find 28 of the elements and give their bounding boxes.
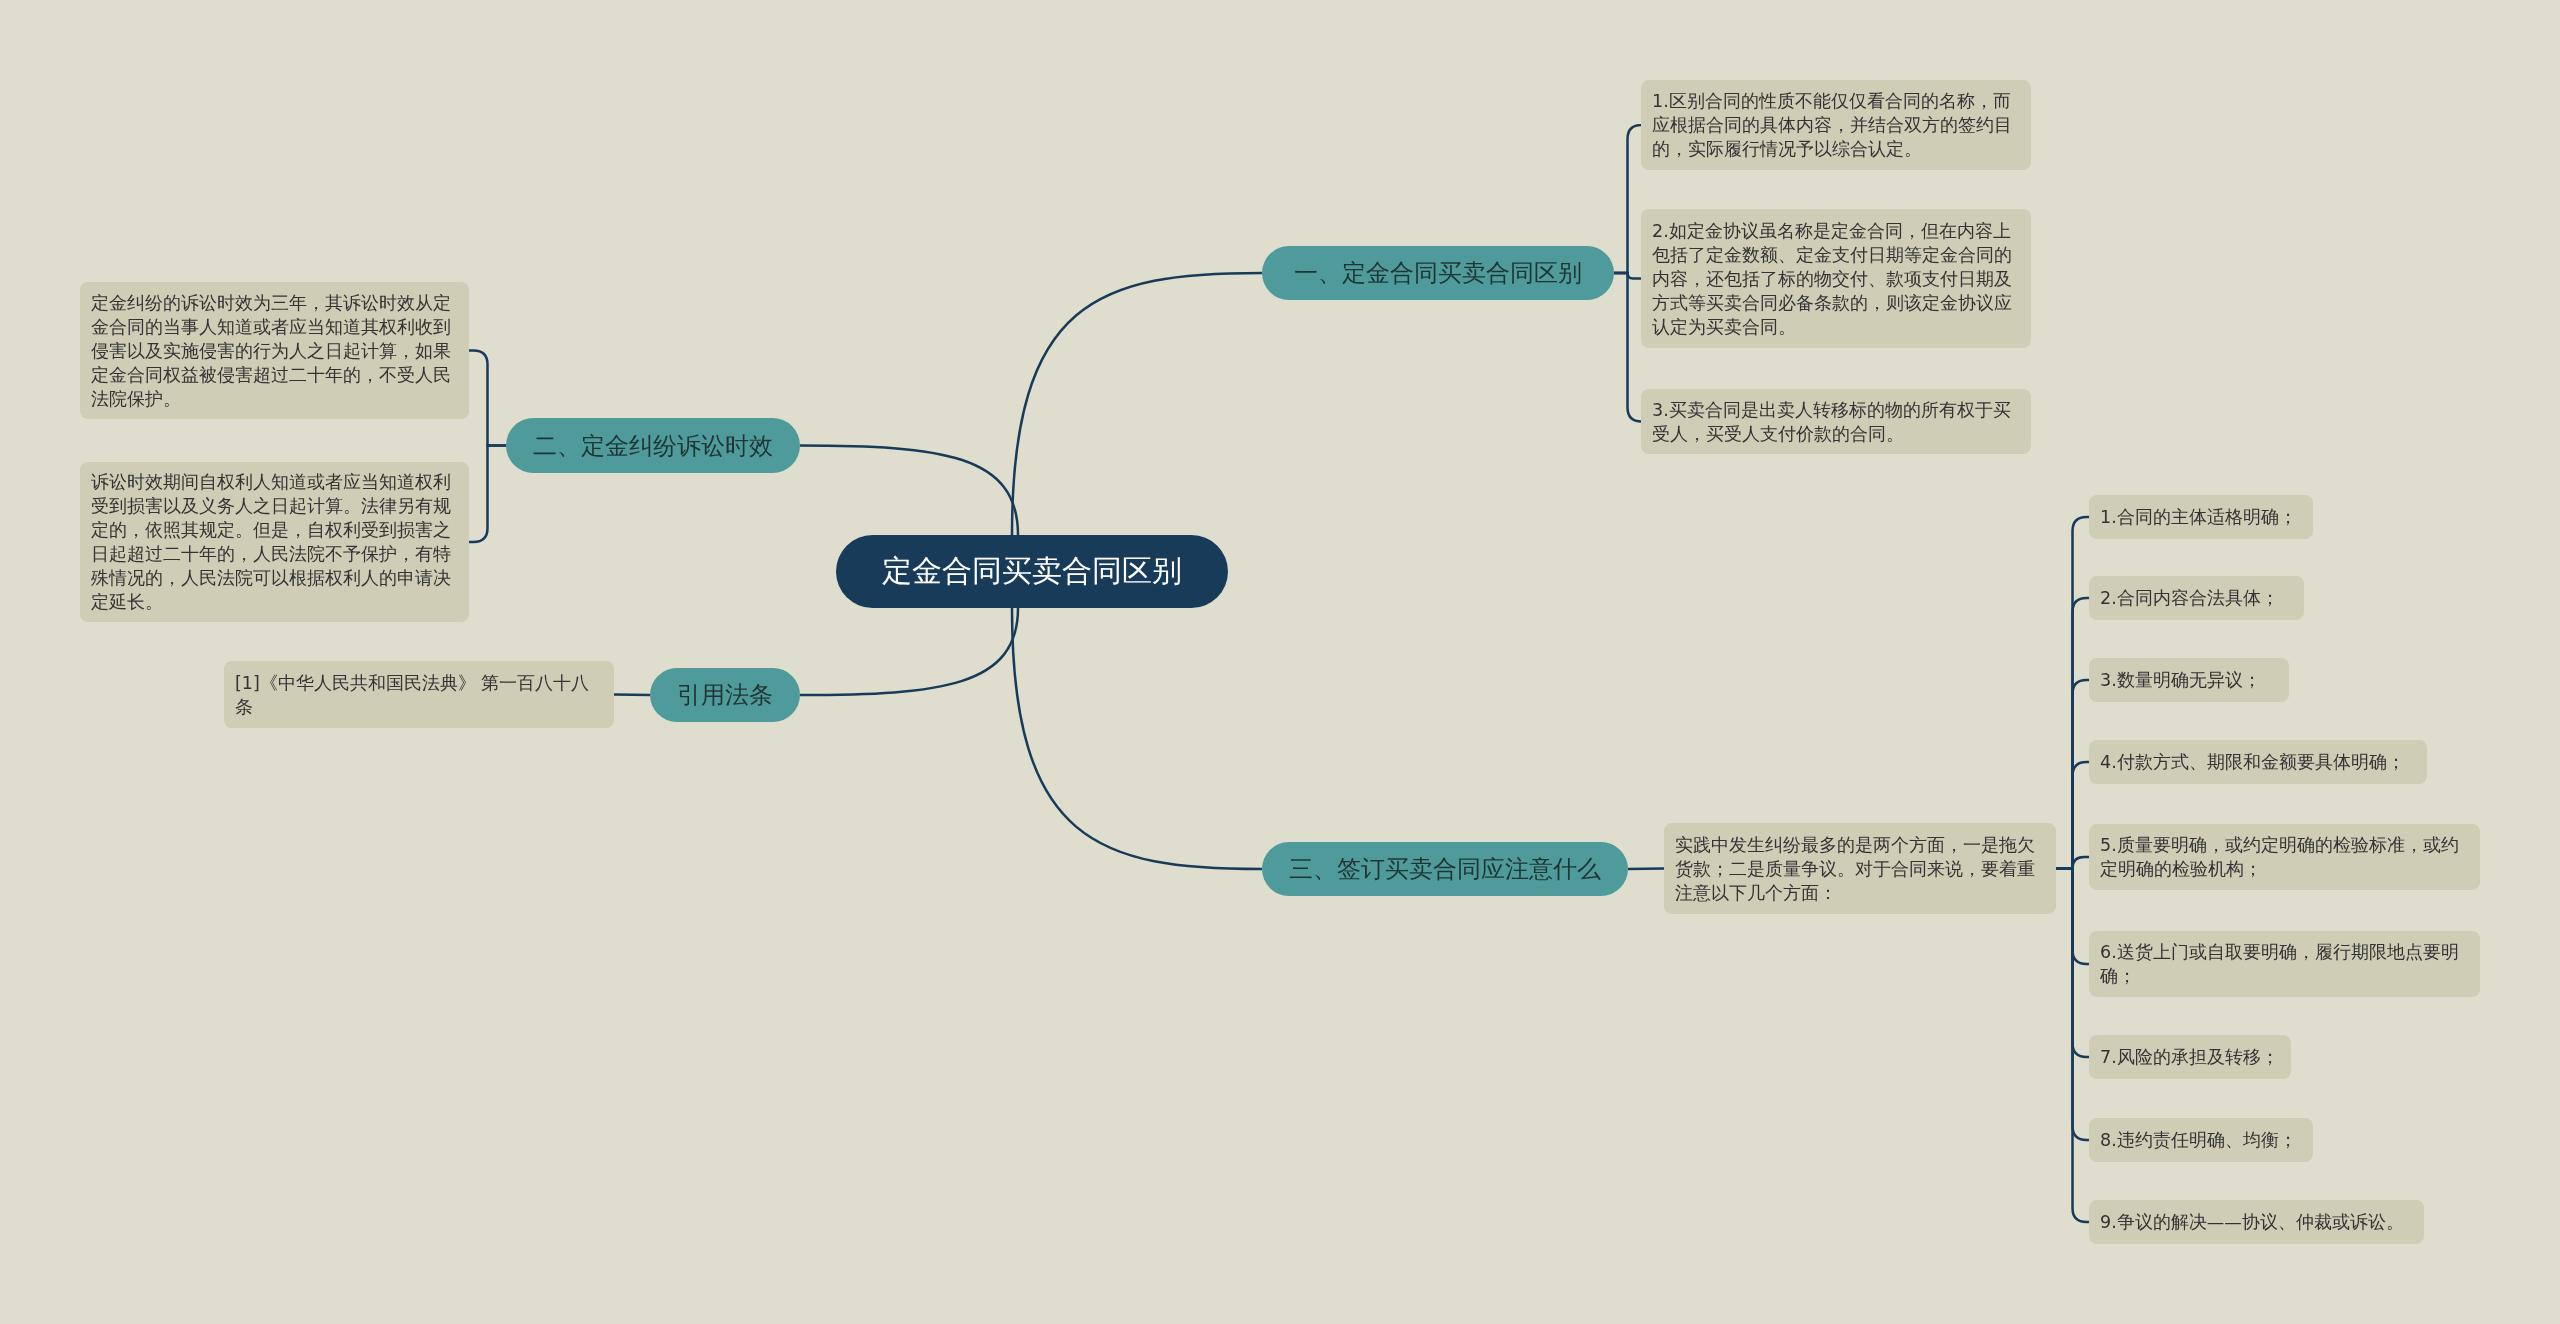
connector-line: [614, 693, 650, 697]
text-card: 诉讼时效期间自权利人知道或者应当知道权利受到损害以及义务人之日起计算。法律另有规定的，依照其规定。但是，自权利受到损害之日起超过二十年的，人民法院不予保护，有特殊情况的，人民法院可以根据权利人的申请决定延长。: [80, 462, 469, 622]
topic-pill: 一、定金合同买卖合同区别: [1262, 246, 1614, 300]
connector-line: [1628, 867, 1664, 871]
text-card: 9.争议的解决——协议、仲裁或诉讼。: [2089, 1200, 2424, 1244]
connector-line: [1614, 271, 1643, 423]
text-card: 实践中发生纠纷最多的是两个方面，一是拖欠货款；二是质量争议。对于合同来说，要着重注意以下几个方面：: [1664, 823, 2056, 914]
text-card: 7.风险的承担及转移；: [2089, 1035, 2291, 1079]
connector-line: [800, 607, 1020, 697]
connector-line: [800, 444, 1020, 536]
topic-pill: 引用法条: [650, 668, 800, 722]
text-card: 定金纠纷的诉讼时效为三年，其诉讼时效从定金合同的当事人知道或者应当知道其权利收到侵害以及实施侵害的行为人之日起计算，如果定金合同权益被侵害超过二十年的，不受人民法院保护。: [80, 282, 469, 419]
text-card: 3.数量明确无异议；: [2089, 658, 2289, 702]
text-card: 5.质量要明确，或约定明确的检验标准，或约定明确的检验机构；: [2089, 824, 2480, 890]
connector-line: [1010, 271, 1263, 536]
text-card: 4.付款方式、期限和金额要具体明确；: [2089, 740, 2427, 784]
text-card: 2.合同内容合法具体；: [2089, 576, 2304, 620]
text-card: 1.区别合同的性质不能仅仅看合同的名称，而应根据合同的具体内容，并结合双方的签约目的，实际履行情况予以综合认定。: [1641, 80, 2031, 170]
connector-line: [1010, 607, 1263, 871]
text-card: 3.买卖合同是出卖人转移标的物的所有权于买受人，买受人支付价款的合同。: [1641, 389, 2031, 454]
text-card: 8.违约责任明确、均衡；: [2089, 1118, 2313, 1162]
text-card: 2.如定金协议虽名称是定金合同，但在内容上包括了定金数额、定金支付日期等定金合同的内容，还包括了标的物交付、款项支付日期及方式等买卖合同必备条款的，则该定金协议应认定为买卖合同。: [1641, 209, 2031, 348]
text-card: 1.合同的主体适格明确；: [2089, 495, 2313, 539]
text-card: 6.送货上门或自取要明确，履行期限地点要明确；: [2089, 931, 2480, 997]
topic-pill: 二、定金纠纷诉讼时效: [506, 418, 800, 473]
text-card: [1]《中华人民共和国民法典》 第一百八十八条: [224, 661, 614, 728]
central-topic: 定金合同买卖合同区别: [836, 535, 1228, 608]
topic-pill: 三、签订买卖合同应注意什么: [1262, 842, 1628, 896]
